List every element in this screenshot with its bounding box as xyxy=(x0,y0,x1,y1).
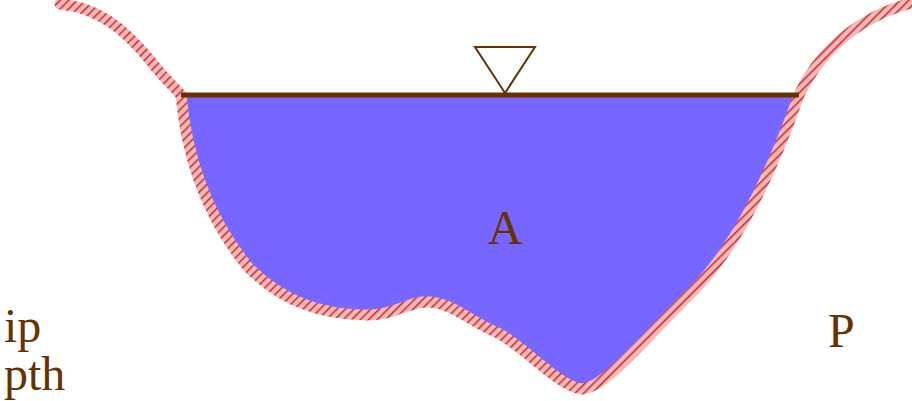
area-label: A xyxy=(488,204,523,252)
cut-off-text: ip xyxy=(4,302,41,350)
water-surface xyxy=(181,93,799,98)
channel-bank xyxy=(60,4,908,389)
cut-off-text: pth xyxy=(4,350,65,398)
water-area xyxy=(183,95,797,387)
water-level-symbol xyxy=(475,47,535,93)
area-label: P xyxy=(828,307,855,355)
